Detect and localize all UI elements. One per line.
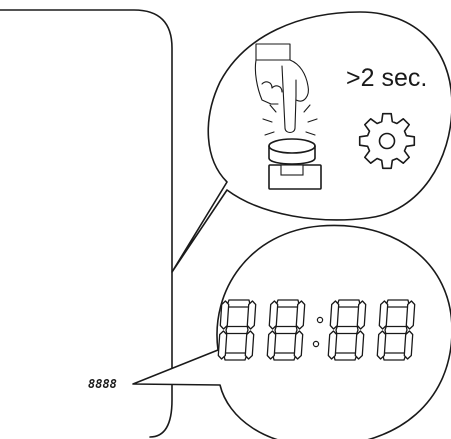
segment-display (217, 299, 416, 361)
display-digit (266, 299, 306, 361)
segment-d (382, 352, 406, 361)
segment-f (329, 300, 340, 330)
hold-duration-label: >2 sec. (346, 64, 427, 92)
segment-e (266, 330, 277, 360)
segment-g (384, 325, 408, 335)
segment-c (403, 330, 414, 360)
segment-f (378, 300, 389, 330)
segment-d (333, 352, 357, 361)
segment-g (225, 325, 249, 335)
colon-dot (312, 340, 320, 348)
segment-c (244, 330, 255, 360)
segment-e (376, 330, 387, 360)
segment-b (405, 300, 416, 330)
segment-c (354, 330, 365, 360)
push-button-icon (262, 104, 322, 190)
segment-b (295, 300, 306, 330)
segment-b (246, 300, 257, 330)
segment-f (268, 300, 279, 330)
segment-d (223, 352, 247, 361)
segment-g (335, 325, 359, 335)
segment-d (272, 352, 296, 361)
display-digit (217, 299, 257, 361)
segment-a (227, 299, 251, 308)
device-outline (0, 9, 173, 438)
segment-b (356, 300, 367, 330)
device-display-label: 8888 (88, 377, 117, 391)
segment-e (217, 330, 228, 360)
display-digit (327, 299, 367, 361)
segment-e (327, 330, 338, 360)
segment-a (276, 299, 300, 308)
gear-icon (358, 112, 416, 170)
segment-a (386, 299, 410, 308)
pointing-hand-icon (254, 43, 309, 134)
segment-c (293, 330, 304, 360)
colon-dot (316, 316, 324, 324)
segment-a (337, 299, 361, 308)
segment-f (219, 300, 230, 330)
display-digit (376, 299, 416, 361)
segment-g (274, 325, 298, 335)
